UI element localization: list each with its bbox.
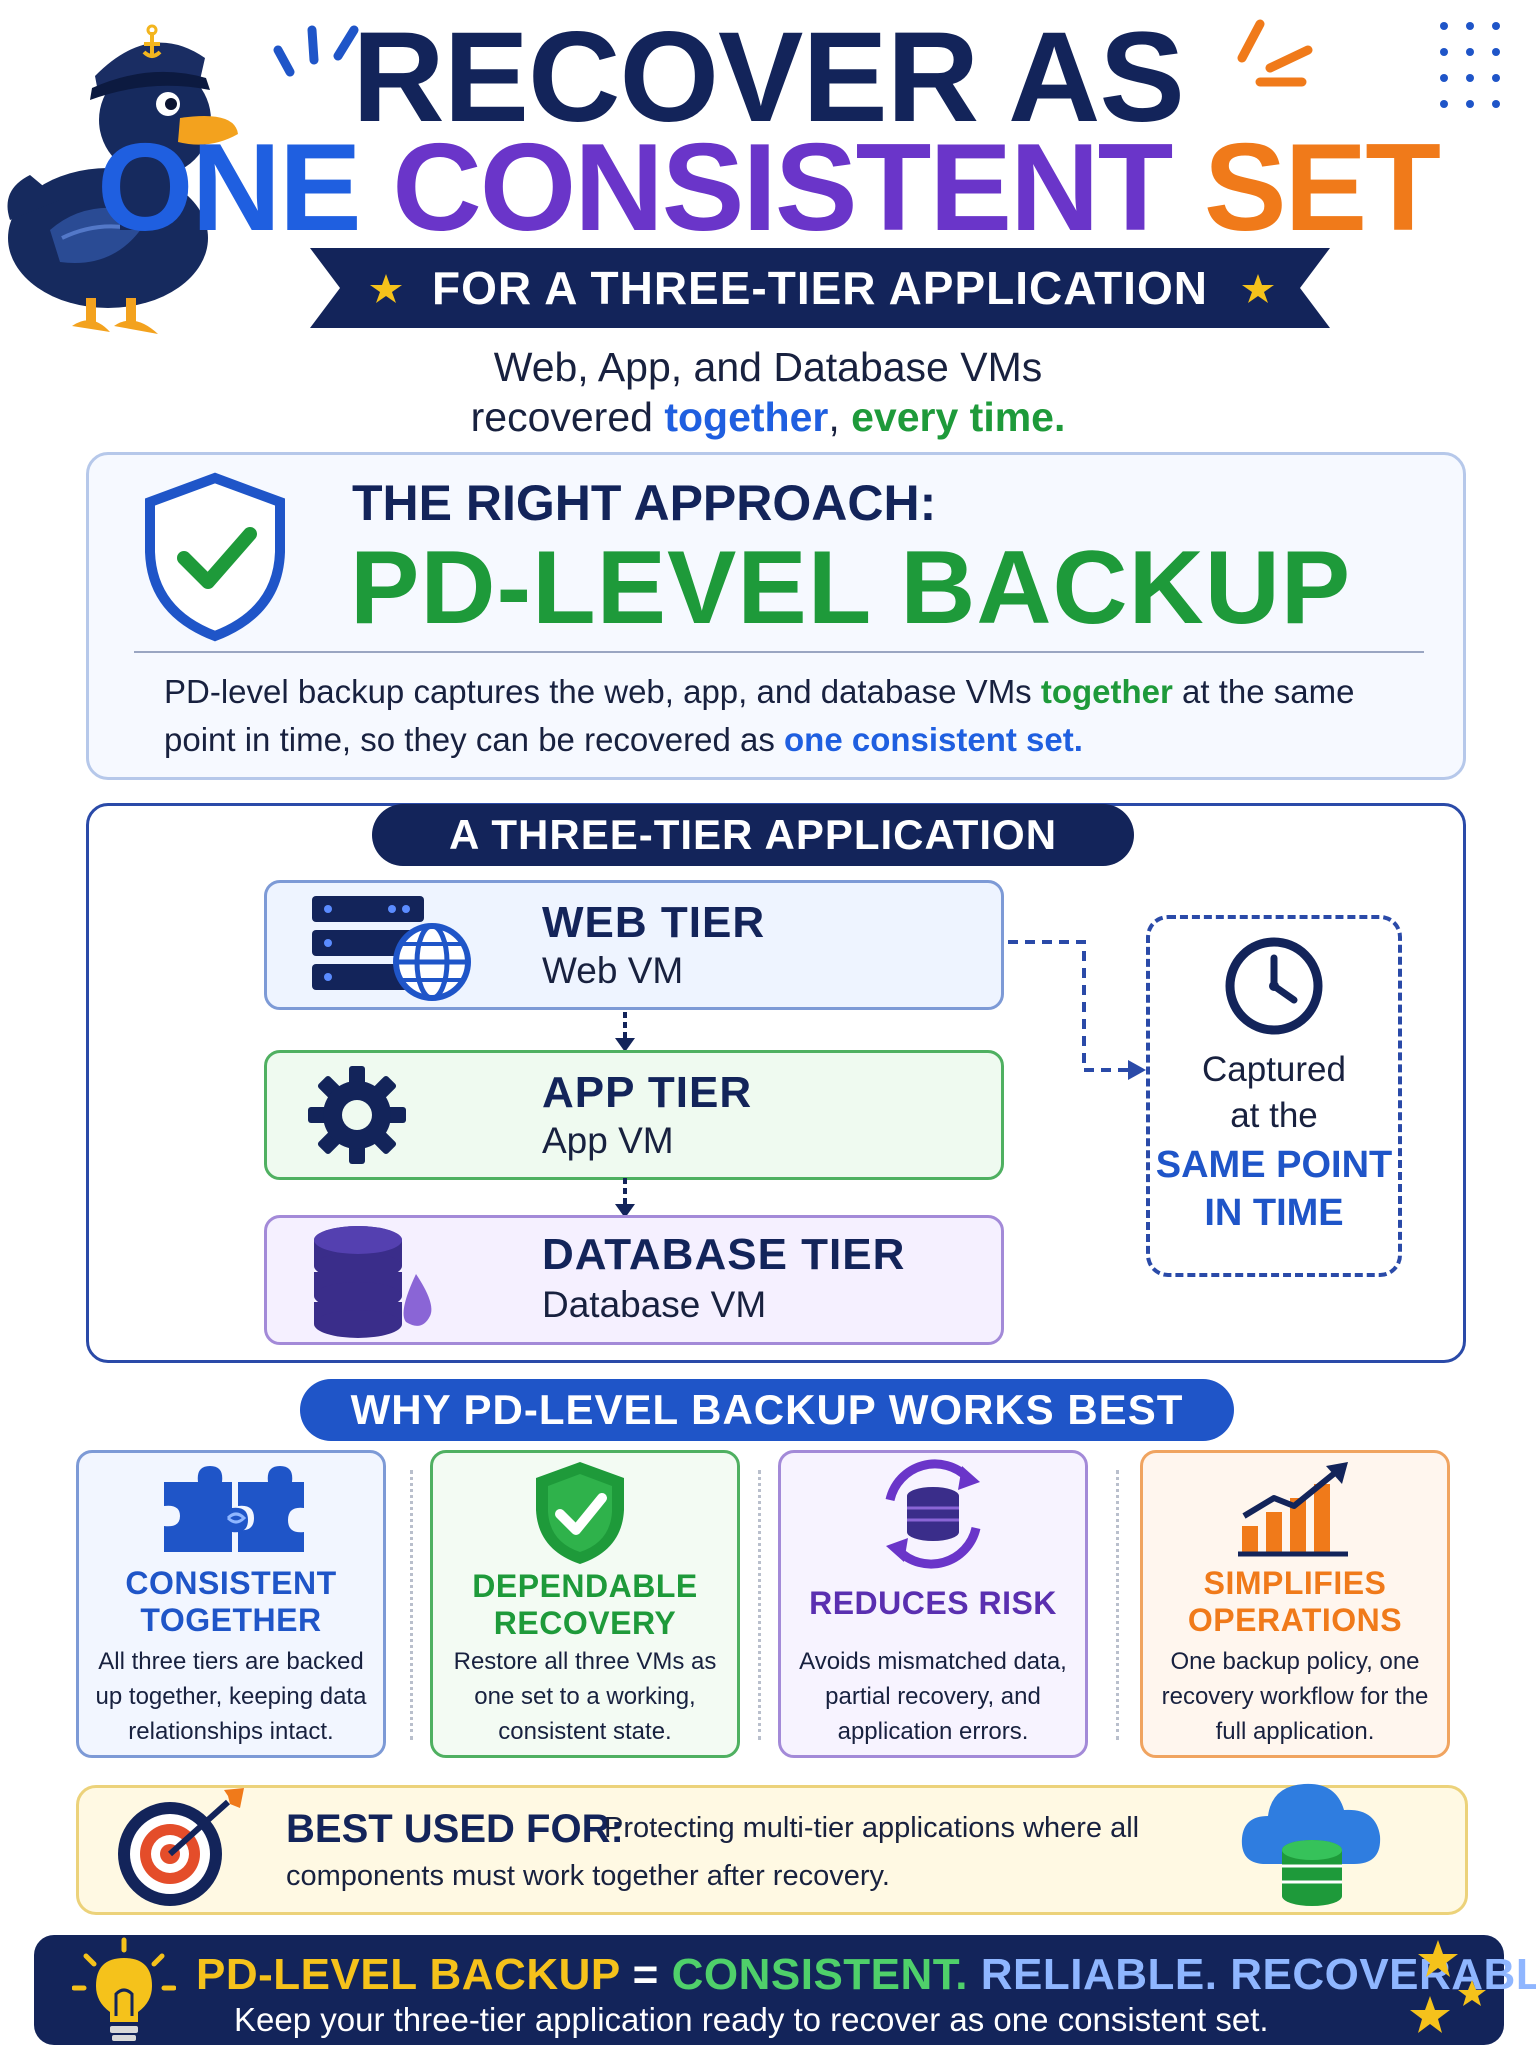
intro-line-1: Web, App, and Database VMs — [493, 344, 1043, 390]
intro-every-time: every time. — [851, 394, 1066, 440]
footer-tagline: Keep your three-tier application ready t… — [234, 2001, 1269, 2038]
shield-check-icon — [145, 472, 285, 642]
target-icon — [118, 1788, 244, 1906]
app-tier-name: APP TIER — [542, 1068, 753, 1117]
database-icon — [314, 1226, 432, 1338]
card-consistent-together — [76, 1450, 386, 1758]
app-tier-vm: App VM — [542, 1120, 674, 1161]
divider — [1116, 1470, 1119, 1740]
database-sync-icon — [885, 1459, 981, 1569]
approach-card — [86, 452, 1466, 780]
tiers-heading: A THREE-TIER APPLICATION — [372, 804, 1134, 866]
web-tier-name: WEB TIER — [542, 898, 766, 947]
divider — [410, 1470, 413, 1740]
title-word-one: ONE — [97, 119, 362, 257]
title-word-consistent: CONSISTENT — [392, 119, 1173, 257]
lightbulb-icon — [72, 1937, 176, 2041]
time-line-3: SAME POINT — [1155, 1144, 1393, 1186]
database-tier-vm: Database VM — [542, 1284, 767, 1325]
footer-banner — [34, 1935, 1504, 2045]
card2-desc: Restore all three VMs as one set to a wo… — [453, 1648, 717, 1745]
time-line-2: at the — [1230, 1096, 1318, 1135]
divider — [758, 1470, 761, 1740]
best-used-for-label: BEST USED FOR: — [286, 1807, 624, 1851]
subtitle-ribbon — [310, 248, 1330, 328]
shield-check-icon — [536, 1462, 624, 1564]
database-tier-name: DATABASE TIER — [542, 1230, 906, 1279]
approach-label: THE RIGHT APPROACH: — [352, 475, 937, 531]
server-globe-icon — [312, 896, 471, 1001]
cloud-database-icon — [1241, 1783, 1381, 1906]
card2-title-1: DEPENDABLE — [472, 1568, 698, 1604]
duck-mascot — [7, 24, 238, 334]
divider — [134, 651, 1424, 653]
stars-icon — [1410, 1940, 1486, 2033]
best-used-for-card — [76, 1785, 1468, 1915]
approach-body: PD-level backup captures the web, app, a… — [164, 673, 1355, 758]
time-line-4: IN TIME — [1204, 1192, 1344, 1234]
web-tier-vm: Web VM — [542, 950, 684, 991]
subtitle-ribbon-text: FOR A THREE-TIER APPLICATION — [432, 262, 1208, 314]
title-word-set: SET — [1203, 119, 1441, 257]
approach-title: PD-LEVEL BACKUP — [350, 530, 1352, 646]
card3-title-1: REDUCES RISK — [809, 1585, 1057, 1621]
time-line-1: Captured — [1202, 1050, 1346, 1089]
gear-icon — [308, 1066, 406, 1164]
why-heading: WHY PD-LEVEL BACKUP WORKS BEST — [300, 1379, 1234, 1441]
clock-icon — [1225, 937, 1323, 1035]
footer-headline: PD-LEVEL BACKUP = CONSISTENT. RELIABLE. … — [196, 1950, 1536, 1999]
card1-title-1: CONSISTENT — [125, 1565, 337, 1601]
growth-chart-icon — [1238, 1462, 1348, 1557]
arrow-down-icon — [615, 1178, 635, 1218]
intro-line-2: recovered together, every time. — [470, 394, 1066, 440]
dot-grid-decoration — [1440, 22, 1500, 108]
intro-together: together — [664, 394, 829, 440]
card1-title-2: TOGETHER — [140, 1602, 322, 1638]
card4-title-1: SIMPLIFIES — [1203, 1565, 1387, 1601]
best-used-for-text-1: Protecting multi-tier applications where… — [604, 1812, 1140, 1844]
puzzle-icon — [164, 1466, 304, 1552]
card4-title-2: OPERATIONS — [1187, 1602, 1403, 1638]
card3-desc: Avoids mismatched data, partial recovery… — [799, 1648, 1067, 1745]
title-line-2: ONE CONSISTENT SET — [0, 118, 1536, 258]
best-used-for-text-2: components must work together after reco… — [286, 1860, 890, 1892]
card4-desc: One backup policy, one recovery workflow… — [1161, 1648, 1429, 1745]
orange-spark-icon — [1237, 19, 1313, 87]
dashed-connector-arrow — [1008, 940, 1146, 1080]
card1-desc: All three tiers are backed up together, … — [95, 1648, 367, 1745]
card2-title-2: RECOVERY — [493, 1605, 677, 1641]
title-line-1: RECOVER AS — [352, 6, 1185, 149]
blue-spark-icon — [273, 25, 359, 77]
arrow-down-icon — [615, 1012, 635, 1052]
